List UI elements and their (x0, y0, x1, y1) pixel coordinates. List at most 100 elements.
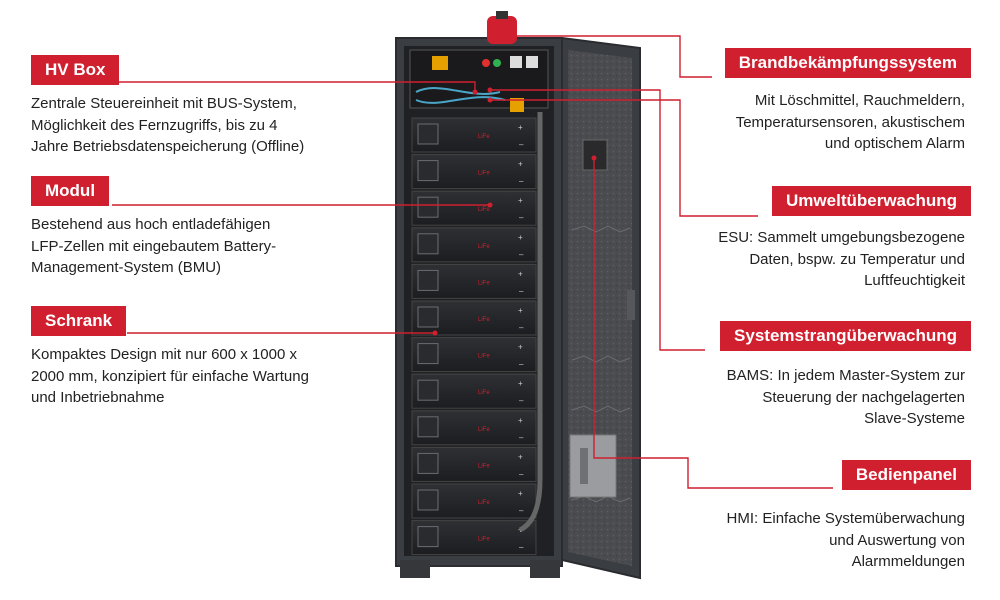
battery-module: LiFe + – (411, 300, 537, 336)
schrank-line-2: 2000 mm, konzipiert für einfache Wartung (31, 367, 309, 385)
module-logo: LiFe (478, 427, 490, 433)
cabinet-foot-left (400, 560, 430, 578)
hmi-bracket (569, 434, 617, 498)
module-fan-icon (417, 452, 439, 474)
hv-box-label: HV Box (31, 55, 120, 85)
modul-line-2: LFP-Zellen mit eingebautem Battery- (31, 237, 277, 255)
module-fan-icon (417, 123, 439, 145)
hv-box-line-3: Jahre Betriebsdatenspeicherung (Offline) (31, 138, 305, 155)
schrank-line-3: und Inbetriebnahme (31, 389, 165, 406)
bedienpanel-line-3: Alarmmeldungen (851, 553, 965, 570)
hv-box-line-1: Zentrale Steuereinheit mit BUS-System, (31, 95, 297, 112)
battery-module: LiFe+– (411, 117, 537, 153)
module-minus-terminal: – (519, 140, 524, 149)
module-plus-terminal: + (518, 489, 523, 498)
module-fan-icon (417, 416, 439, 438)
brand-line-2: Temperatursensoren, akustischem (735, 113, 965, 131)
systemstrang-line-3: Slave-Systeme (864, 410, 965, 427)
module-fan-icon (417, 526, 439, 548)
module-fan-icon (417, 489, 439, 511)
battery-module: LiFe + – (411, 483, 537, 519)
module-plus-terminal: + (518, 196, 523, 205)
battery-module: LiFe + – (411, 227, 537, 263)
battery-module: LiFe + – (411, 446, 537, 482)
umwelt-line-3: Luftfeuchtigkeit (864, 272, 965, 289)
modul-line-1: Bestehend aus hoch entladefähigen (31, 216, 271, 233)
leader-bedienpanel (593, 158, 833, 489)
module-fan-icon (417, 196, 439, 218)
module-logo: LiFe (478, 354, 490, 360)
cabinet-cable (518, 112, 543, 533)
schrank-label: Schrank (31, 306, 127, 336)
module-plus-terminal: + (518, 160, 523, 169)
battery-module: LiFe + – (411, 337, 537, 373)
systemstrang-line-2: Steuerung der nachgelagerten (762, 388, 965, 406)
module-plus-terminal: + (518, 379, 523, 388)
module-minus-terminal: – (519, 213, 524, 222)
module-logo: LiFe (478, 463, 490, 469)
cabinet-foot-right (530, 560, 560, 578)
brand-line-1: Mit Löschmittel, Rauchmeldern, (754, 92, 965, 109)
brand-label: Brandbekämpfungssystem (724, 48, 971, 78)
leader-systemstrang (490, 89, 705, 351)
umwelt-description: ESU: Sammelt umgebungsbezogene Daten, bs… (718, 227, 965, 292)
systemstrang-line-1: BAMS: In jedem Master-System zur (726, 367, 965, 384)
modul-description: Bestehend aus hoch entladefähigen LFP-Ze… (31, 214, 276, 279)
systemstrang-label: Systemstrangüberwachung (720, 321, 971, 351)
umwelt-line-2: Daten, bspw. zu Temperatur und (749, 250, 965, 268)
module-logo: LiFe (478, 171, 490, 177)
leader-hv-box (118, 81, 476, 92)
leader-brand (517, 35, 712, 78)
schrank-description: Kompaktes Design mit nur 600 x 1000 x 20… (31, 344, 309, 409)
hv-box-line-2: Möglichkeit des Fernzugriffs, bis zu 4 (31, 116, 278, 134)
module-fan-icon (417, 343, 439, 365)
module-plus-terminal: + (518, 306, 523, 315)
module-minus-terminal: – (519, 286, 524, 295)
module-fan-icon (417, 160, 439, 182)
module-minus-terminal: – (519, 543, 524, 552)
module-fan-icon (417, 233, 439, 255)
battery-module: LiFe+– (411, 154, 537, 190)
esu-box (582, 139, 608, 171)
module-minus-terminal: – (519, 250, 524, 259)
module-logo: LiFe (478, 390, 490, 396)
modul-label: Modul (31, 176, 110, 206)
module-minus-terminal: – (519, 506, 524, 515)
fire-suppression-unit (487, 11, 517, 44)
module-logo: LiFe (478, 537, 490, 543)
module-logo: LiFe (478, 317, 490, 323)
schrank-line-1: Kompaktes Design mit nur 600 x 1000 x (31, 346, 297, 363)
module-minus-terminal: – (519, 396, 524, 405)
module-plus-terminal: + (518, 343, 523, 352)
module-plus-terminal: + (518, 269, 523, 278)
brand-description: Mit Löschmittel, Rauchmeldern, Temperatu… (736, 90, 965, 155)
module-plus-terminal: + (518, 233, 523, 242)
module-minus-terminal: – (519, 323, 524, 332)
module-logo: LiFe (478, 134, 490, 140)
battery-module: LiFe+– (411, 190, 537, 226)
module-logo: LiFe (478, 244, 490, 250)
module-fan-icon (417, 306, 439, 328)
module-fan-icon (417, 379, 439, 401)
cabinet-door (561, 36, 641, 580)
module-logo: LiFe (478, 500, 490, 506)
module-minus-terminal: – (519, 360, 524, 369)
module-plus-terminal: + (518, 416, 523, 425)
module-plus-terminal: + (518, 452, 523, 461)
bedienpanel-line-1: HMI: Einfache Systemüberwachung (726, 510, 965, 527)
hv-box (409, 49, 549, 112)
leader-umwelt (490, 99, 758, 217)
battery-module: LiFe + – (411, 373, 537, 409)
umwelt-line-1: ESU: Sammelt umgebungsbezogene (718, 229, 965, 246)
module-minus-terminal: – (519, 469, 524, 478)
module-fan-icon (417, 269, 439, 291)
bedienpanel-description: HMI: Einfache Systemüberwachung und Ausw… (727, 508, 965, 573)
leader-dots (432, 87, 597, 336)
battery-module: LiFe+– (411, 263, 537, 299)
bedienpanel-line-2: und Auswertung von (829, 531, 965, 549)
battery-module: LiFe+– (411, 410, 537, 446)
modul-line-3: Management-System (BMU) (31, 259, 222, 276)
brand-line-3: und optischem Alarm (824, 135, 965, 152)
battery-modules: LiFe + – LiFe + – LiFe + – LiFe + – LiFe + – LiFe + – LiFe… (411, 117, 537, 556)
